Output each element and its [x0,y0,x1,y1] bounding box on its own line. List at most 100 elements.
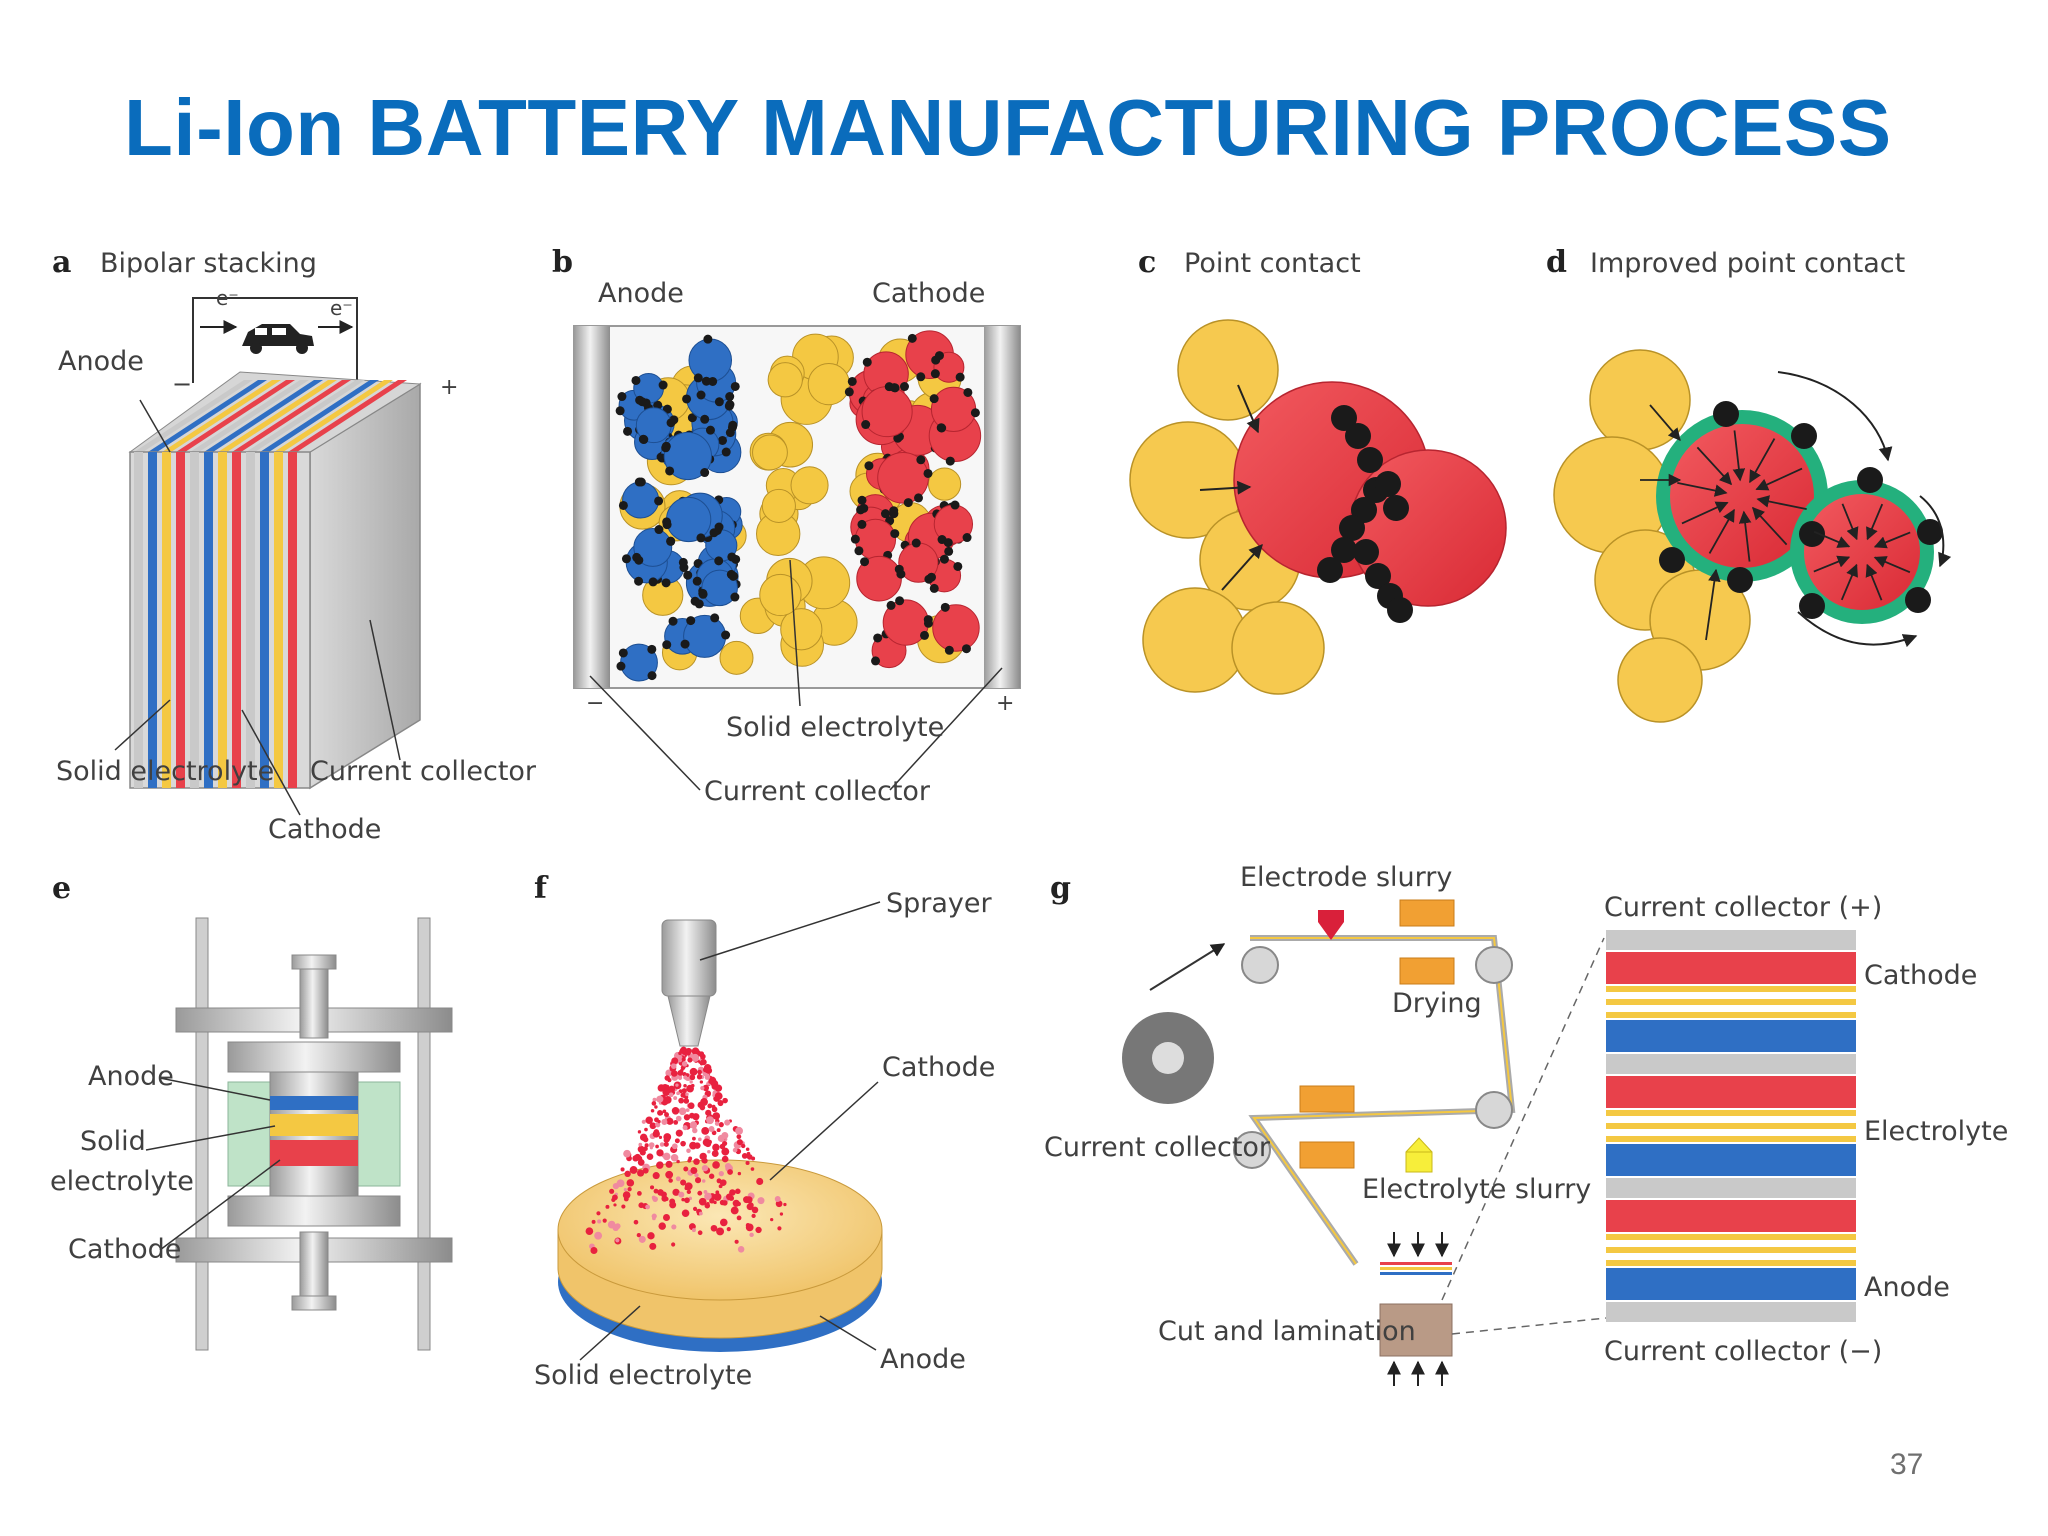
spray-droplet [675,1083,679,1087]
spray-droplet [652,1097,657,1102]
spray-droplet [686,1148,691,1154]
carbon-dot [621,554,631,564]
spray-droplet [691,1047,700,1056]
carbon-dot [1339,515,1365,541]
spray-droplet [711,1150,719,1158]
spray-droplet [694,1172,699,1178]
carbon-dot [945,456,955,466]
spray-droplet [673,1120,679,1125]
stack-layer-stripe [204,452,213,788]
panel-d-title: Improved point contact [1590,248,1905,279]
spray-droplet [662,1213,670,1221]
ion-arrow [1840,563,1858,601]
spray-droplet [721,1155,729,1163]
spray-droplet [732,1147,738,1153]
spray-droplet [737,1171,742,1176]
stack-top-stripe [162,380,281,452]
carbon-dot [916,372,926,382]
spray-droplet [638,1235,646,1243]
label-anode-b: Anode [598,278,684,309]
active-particle [622,481,660,519]
spray-droplet [674,1138,680,1144]
cross-section-layer [1606,986,1856,992]
spray-droplet [697,1069,702,1075]
spray-droplet [689,1080,693,1084]
stack-layer-stripe [162,452,171,788]
spray-droplet [680,1092,686,1098]
ion-arrow [1708,508,1735,554]
cross-section-layer [1606,1076,1856,1108]
label-electrolyte-e: electrolyte [50,1166,194,1197]
active-particle [790,466,829,505]
carbon-dot [637,397,647,407]
cross-section-layer [1606,1012,1856,1018]
carbon-dot [658,380,668,390]
stack-front-stripes [134,452,297,788]
spray-droplet [701,1179,706,1183]
carbon-dot [639,435,649,445]
spray-droplet [652,1196,658,1202]
panel-a-letter: a [52,245,71,280]
spray-droplet [683,1083,687,1088]
spray-droplet [741,1152,748,1159]
active-particle [719,640,754,675]
spray-droplet [662,1152,671,1161]
spray-droplet [675,1129,683,1137]
spray-droplet [643,1146,648,1152]
spray-droplet [705,1109,712,1116]
carbon-dot [728,420,738,430]
spray-droplet [678,1191,685,1198]
spray-droplet [616,1179,625,1188]
spray-droplet [699,1104,706,1111]
carbon-dot [903,498,913,508]
carbon-dot [943,538,953,548]
label-anode-e: Anode [88,1061,174,1092]
spray-droplet [700,1058,707,1066]
spray-droplet [749,1232,754,1238]
ion-arrow [1732,430,1746,482]
spray-droplet [735,1188,741,1195]
carbon-dot [1331,537,1357,563]
spray-droplet [700,1098,708,1106]
layer-anode-e [270,1096,358,1110]
spray-droplet [745,1160,750,1166]
spray-droplet [693,1158,700,1165]
electrode-slurry-dispenser [1318,910,1344,940]
spray-droplet [668,1085,676,1093]
spray-droplet [649,1122,657,1130]
carbon-dot [890,529,900,539]
laminate-layer-blue [1380,1272,1452,1275]
stack-layer-stripe [232,452,241,788]
spray-droplet [649,1185,655,1190]
spray-droplet [585,1227,594,1235]
active-particle [856,555,902,602]
spray-droplet [662,1109,667,1114]
sprayer-nozzle [667,995,711,1047]
slide-title: Li-Ion BATTERY MANUFACTURING PROCESS [124,83,1892,172]
spray-droplet [686,1084,694,1093]
carbon-dot [940,602,950,612]
carbon-dot [856,505,866,515]
page-number: 37 [1890,1448,1924,1481]
spray-droplet [692,1127,698,1134]
ion-arrow [1696,446,1733,486]
spray-droplet [779,1212,784,1216]
leader-collector-a [369,619,401,761]
yellow-particles-d [1553,349,1751,723]
spray-droplet [751,1206,759,1214]
spray-droplet [712,1143,720,1152]
stack-layer-stripe [176,452,185,788]
ion-arrow [1749,438,1776,484]
spray-droplet [748,1202,754,1208]
active-particle [701,569,738,607]
leader-anode-f [819,1315,877,1351]
ion-arrow [1705,568,1721,641]
spray-droplet [698,1197,707,1206]
spray-droplet [657,1189,664,1196]
spray-droplet [652,1172,660,1180]
leader-cathode-a [241,709,301,816]
spray-droplet [757,1197,765,1205]
spray-droplet [646,1153,654,1161]
leader-anode-a [139,399,171,453]
